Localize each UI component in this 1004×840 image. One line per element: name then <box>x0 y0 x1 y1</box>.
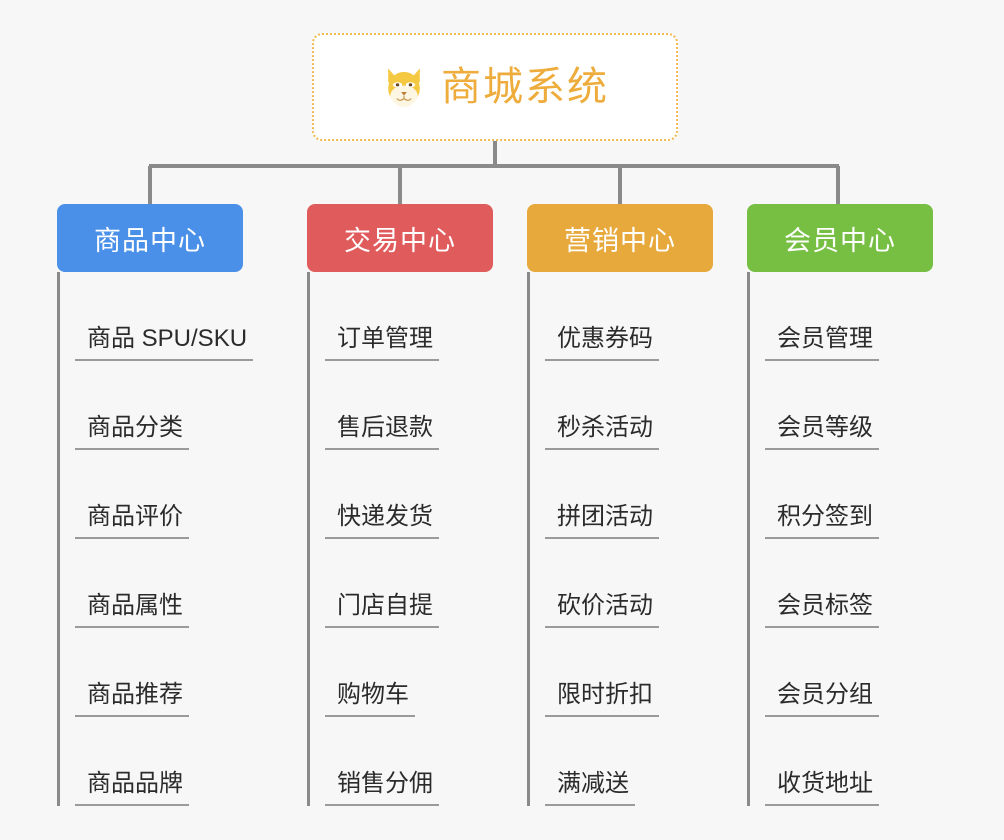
category-label: 营销中心 <box>564 225 676 256</box>
list-item[interactable]: 会员管理 <box>765 272 933 361</box>
column-product-center: 商品中心 商品 SPU/SKU 商品分类 商品评价 商品属性 商品推荐 商品品牌 <box>57 204 254 806</box>
list-item[interactable]: 拼团活动 <box>545 450 713 539</box>
list-item[interactable]: 商品分类 <box>75 361 243 450</box>
leaf-label: 会员管理 <box>765 325 879 361</box>
leaf-label: 秒杀活动 <box>545 414 659 450</box>
list-item[interactable]: 商品评价 <box>75 450 243 539</box>
list-item[interactable]: 快递发货 <box>325 450 493 539</box>
list-item[interactable]: 门店自提 <box>325 539 493 628</box>
leaf-list-trade-center: 订单管理 售后退款 快递发货 门店自提 购物车 销售分佣 <box>307 272 493 806</box>
leaf-label: 售后退款 <box>325 414 439 450</box>
list-item[interactable]: 购物车 <box>325 628 493 717</box>
leaf-label: 商品品牌 <box>75 770 189 806</box>
leaf-label: 会员等级 <box>765 414 879 450</box>
list-item[interactable]: 订单管理 <box>325 272 493 361</box>
category-label: 交易中心 <box>344 225 456 256</box>
column-trade-center: 交易中心 订单管理 售后退款 快递发货 门店自提 购物车 销售分佣 <box>307 204 493 806</box>
category-header-member-center[interactable]: 会员中心 <box>747 204 933 272</box>
leaf-label: 会员分组 <box>765 681 879 717</box>
leaf-label: 商品推荐 <box>75 681 189 717</box>
leaf-label: 购物车 <box>325 681 415 717</box>
shiba-dog-icon <box>388 68 420 108</box>
list-item[interactable]: 优惠券码 <box>545 272 713 361</box>
leaf-label: 订单管理 <box>325 325 439 361</box>
list-item[interactable]: 售后退款 <box>325 361 493 450</box>
root-title: 商城系统 <box>441 65 609 109</box>
leaf-label: 收货地址 <box>765 770 879 806</box>
leaf-label: 砍价活动 <box>545 592 659 628</box>
category-header-trade-center[interactable]: 交易中心 <box>307 204 493 272</box>
column-member-center: 会员中心 会员管理 会员等级 积分签到 会员标签 会员分组 收货地址 <box>747 204 933 806</box>
list-item[interactable]: 会员标签 <box>765 539 933 628</box>
list-item[interactable]: 商品属性 <box>75 539 243 628</box>
list-item[interactable]: 限时折扣 <box>545 628 713 717</box>
leaf-label: 优惠券码 <box>545 325 659 361</box>
leaf-label: 满减送 <box>545 770 635 806</box>
category-label: 会员中心 <box>784 225 896 256</box>
leaf-list-product-center: 商品 SPU/SKU 商品分类 商品评价 商品属性 商品推荐 商品品牌 <box>57 272 254 806</box>
leaf-label: 快递发货 <box>325 503 439 539</box>
leaf-label: 拼团活动 <box>545 503 659 539</box>
leaf-list-marketing-center: 优惠券码 秒杀活动 拼团活动 砍价活动 限时折扣 满减送 <box>527 272 713 806</box>
leaf-label: 门店自提 <box>325 592 439 628</box>
list-item[interactable]: 商品品牌 <box>75 717 243 806</box>
leaf-label: 销售分佣 <box>325 770 439 806</box>
list-item[interactable]: 秒杀活动 <box>545 361 713 450</box>
list-item[interactable]: 砍价活动 <box>545 539 713 628</box>
leaf-label: 限时折扣 <box>545 681 659 717</box>
column-marketing-center: 营销中心 优惠券码 秒杀活动 拼团活动 砍价活动 限时折扣 满减送 <box>527 204 713 806</box>
list-item[interactable]: 积分签到 <box>765 450 933 539</box>
leaf-list-member-center: 会员管理 会员等级 积分签到 会员标签 会员分组 收货地址 <box>747 272 933 806</box>
root-node[interactable]: 商城系统 <box>312 33 678 141</box>
leaf-label: 商品评价 <box>75 503 189 539</box>
list-item[interactable]: 商品推荐 <box>75 628 243 717</box>
list-item[interactable]: 收货地址 <box>765 717 933 806</box>
leaf-label: 积分签到 <box>765 503 879 539</box>
leaf-label: 商品分类 <box>75 414 189 450</box>
leaf-label: 会员标签 <box>765 592 879 628</box>
list-item[interactable]: 销售分佣 <box>325 717 493 806</box>
category-header-product-center[interactable]: 商品中心 <box>57 204 243 272</box>
list-item[interactable]: 会员等级 <box>765 361 933 450</box>
category-header-marketing-center[interactable]: 营销中心 <box>527 204 713 272</box>
leaf-label: 商品 SPU/SKU <box>75 325 254 361</box>
list-item[interactable]: 会员分组 <box>765 628 933 717</box>
list-item[interactable]: 商品 SPU/SKU <box>75 272 254 361</box>
list-item[interactable]: 满减送 <box>545 717 713 806</box>
category-label: 商品中心 <box>94 225 206 256</box>
leaf-label: 商品属性 <box>75 592 189 628</box>
